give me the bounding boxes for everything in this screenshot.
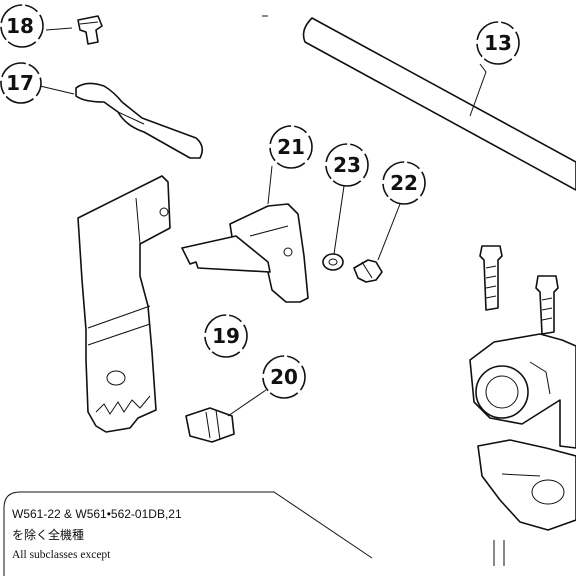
callout-23-label: 23 [333, 153, 361, 177]
part-21-plate [181, 203, 309, 303]
callout-22: 22 [382, 161, 426, 205]
callout-13-label: 13 [484, 31, 512, 55]
part-18-screw [77, 15, 103, 45]
leader-lines [39, 27, 487, 417]
callout-21: 21 [269, 125, 313, 169]
callout-22-label: 22 [390, 171, 418, 195]
hook-assembly [469, 245, 576, 566]
part-13-rod [262, 15, 576, 191]
callout-18: 18 [0, 4, 44, 48]
callout-20: 20 [262, 355, 306, 399]
part-23-washer [322, 253, 344, 271]
note-box [3, 491, 373, 576]
callout-18-label: 18 [6, 14, 34, 38]
callout-19: 19 [204, 314, 248, 358]
callout-17: 17 [0, 62, 42, 104]
note-line-1: W561-22 & W561•562-01DB,21 [12, 507, 182, 521]
callout-21-label: 21 [277, 135, 305, 159]
note-line-3: All subclasses except [12, 549, 111, 561]
note-line-2: を除く全機種 [12, 527, 84, 542]
part-22-screw [353, 259, 383, 283]
part-17-lever [75, 82, 204, 159]
callout-19-label: 19 [212, 324, 240, 348]
callout-13: 13 [476, 21, 520, 65]
callout-23: 23 [325, 143, 369, 187]
callout-20-label: 20 [270, 365, 298, 389]
part-19-bracket [77, 175, 171, 433]
callout-17-label: 17 [6, 71, 34, 95]
part-20-screw [185, 407, 235, 443]
